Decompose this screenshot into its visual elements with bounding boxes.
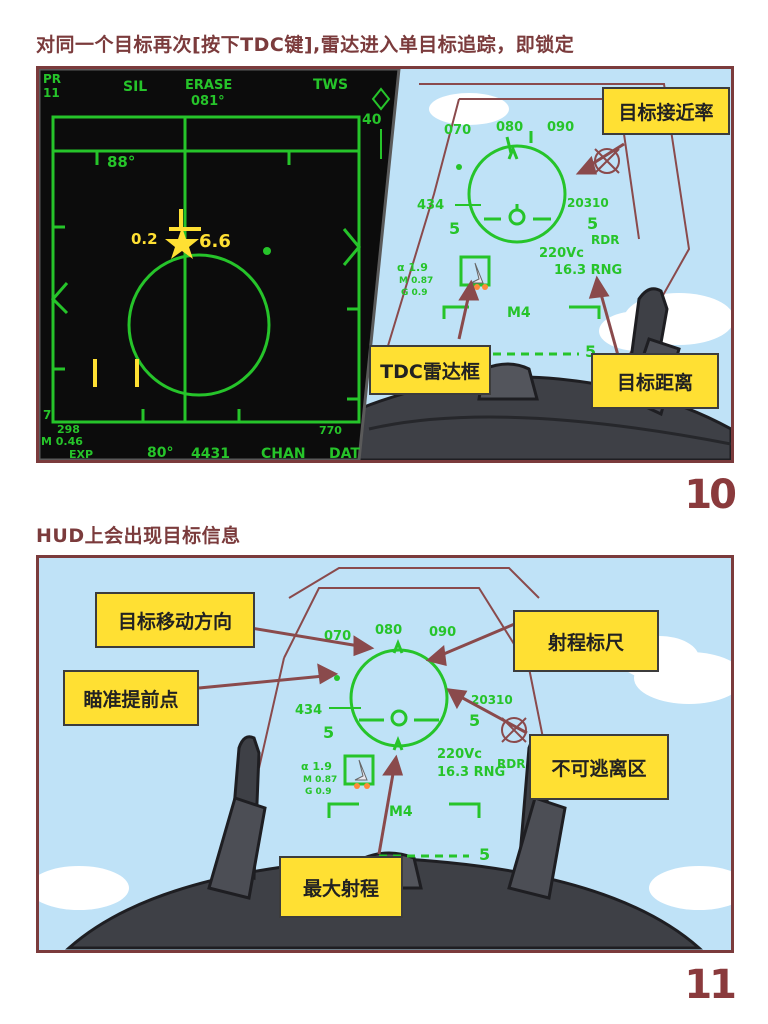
hud-alpha: α 1.9 <box>397 261 428 274</box>
radar-4431: 4431 <box>191 446 230 460</box>
hud-speed: 434 <box>417 198 444 213</box>
radar-pr: PR <box>43 72 61 86</box>
radar-erase-val: 081° <box>191 94 225 109</box>
radar-left-val: 0.2 <box>131 230 158 248</box>
panel-10-number: 10 <box>684 472 737 518</box>
callout-aim-point: 瞄准提前点 <box>63 670 199 726</box>
hud-range: 16.3 RNG <box>437 765 505 780</box>
hud-five-bottom: 5 <box>479 845 490 864</box>
panel-10-frame: 070 080 090 434 20310 5 5 220Vc RDR 16.3… <box>36 66 734 463</box>
radar-pr-num: 11 <box>43 86 60 100</box>
radar-labels: PR 11 SIL ERASE 081° TWS 40 88° 7 298 M … <box>41 72 382 460</box>
hud-heading-090: 090 <box>429 625 456 640</box>
hud-g: G 0.9 <box>401 288 427 298</box>
hud-five-left: 5 <box>323 723 334 742</box>
hud-rdr: RDR <box>591 233 619 247</box>
radar-heading: 88° <box>107 153 135 171</box>
hud-five-left: 5 <box>449 219 460 238</box>
hud-altitude: 20310 <box>567 196 609 210</box>
hud-heading-080: 080 <box>375 623 402 638</box>
callout-target-distance: 目标距离 <box>591 353 719 409</box>
hud-m4: M4 <box>389 804 413 820</box>
hud-heading-080: 080 <box>496 120 523 135</box>
radar-num-7: 7 <box>43 408 51 422</box>
radar-lock-cursor <box>93 209 201 387</box>
hud-alpha: α 1.9 <box>301 760 332 773</box>
hud-heading-090: 090 <box>547 120 574 135</box>
radar-80deg: 80° <box>147 445 173 460</box>
hud-speed: 434 <box>295 703 322 718</box>
hud-closure-rate: 220Vc <box>539 246 584 261</box>
hud-altitude: 20310 <box>471 693 513 707</box>
radar-screen <box>39 69 401 460</box>
hud-five-bottom: 5 <box>585 342 596 361</box>
radar-sil: SIL <box>123 79 147 95</box>
hud-heading-070: 070 <box>444 123 471 138</box>
locked-target-star-icon <box>165 227 199 259</box>
panel-11-number: 11 <box>684 962 737 1008</box>
hud-display-11: 070 080 090 434 20310 5 5 220Vc RDR 16.3… <box>295 623 525 864</box>
callout-target-direction: 目标移动方向 <box>95 592 255 648</box>
hud-display: 070 080 090 434 20310 5 5 220Vc RDR 16.3… <box>397 120 622 361</box>
radar-298: 298 <box>57 423 80 436</box>
radar-tws: TWS <box>313 77 348 93</box>
hud-m4: M4 <box>507 305 531 321</box>
callout-closure-rate: 目标接近率 <box>602 87 730 135</box>
hud-range-circle <box>467 144 567 244</box>
radar-dat: DAT <box>329 446 360 460</box>
hud-five-right: 5 <box>469 711 480 730</box>
radar-range: 40 <box>362 112 382 128</box>
radar-dlz-circle <box>127 253 271 397</box>
hud-g: G 0.9 <box>305 787 331 797</box>
radar-exp: EXP <box>69 448 93 460</box>
panel-11-caption: HUD上会出现目标信息 <box>36 525 241 547</box>
callout-tdc-box: TDC雷达框 <box>369 345 491 395</box>
target-aircraft-icon <box>354 759 370 789</box>
callout-max-range: 最大射程 <box>279 856 403 918</box>
hud-closure-rate: 220Vc <box>437 747 482 762</box>
hud-mach: M 0.87 <box>399 276 433 286</box>
radar-erase: ERASE <box>185 78 232 93</box>
radar-mach: M 0.46 <box>41 435 83 448</box>
radar-grid <box>50 115 361 424</box>
radar-right-val: 6.6 <box>199 231 231 252</box>
callout-range-scale: 射程标尺 <box>513 610 659 672</box>
radar-770: 770 <box>319 424 342 437</box>
hud-mach: M 0.87 <box>303 775 337 785</box>
hud-five-right: 5 <box>587 214 598 233</box>
panel-11-frame: 070 080 090 434 20310 5 5 220Vc RDR 16.3… <box>36 555 734 953</box>
radar-chan: CHAN <box>261 446 306 460</box>
hud-range: 16.3 RNG <box>554 263 622 278</box>
panel-10-caption: 对同一个目标再次[按下TDC键],雷达进入单目标追踪，即锁定 <box>36 34 575 56</box>
callout-no-escape-zone: 不可逃离区 <box>529 734 669 800</box>
hud-rdr: RDR <box>497 757 525 771</box>
